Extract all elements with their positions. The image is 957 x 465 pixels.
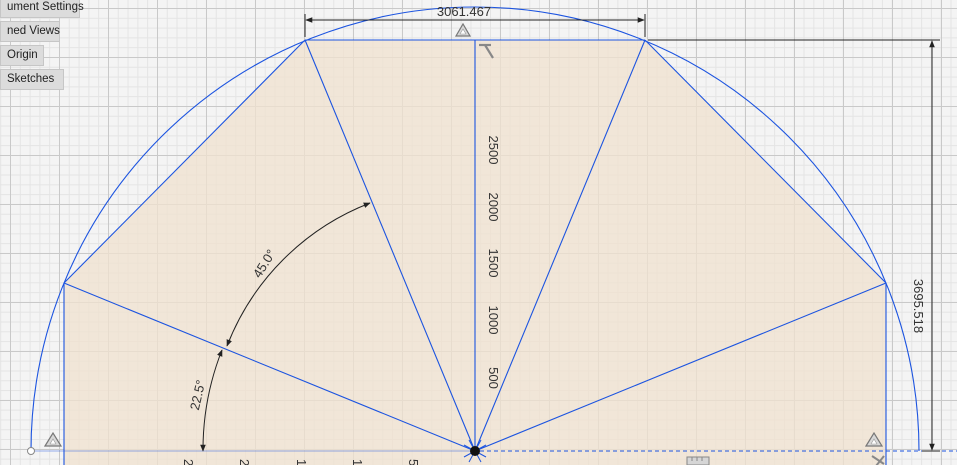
ruler-label: 2: [237, 459, 252, 465]
spoke-right-high[interactable]: [474, 39, 646, 452]
angle-dimension-22-5[interactable]: 22.5°: [187, 349, 223, 452]
horizontal-constraint-icon[interactable]: [479, 43, 494, 59]
polygon-edges: [63, 39, 887, 465]
vertical-ruler-labels: 2500 2000 1500 1000 500: [486, 136, 501, 389]
browser-node-label: Sketches: [7, 73, 55, 85]
spoke-right-low[interactable]: [474, 282, 887, 452]
browser-node-label: Origin: [7, 49, 38, 61]
ruler-label: 2: [181, 459, 196, 465]
browser-node-label: ned Views: [7, 25, 60, 37]
browser-node-label: ument Settings: [7, 1, 84, 13]
browser-node-named-views[interactable]: ned Views: [0, 21, 60, 42]
angle-22-5-label[interactable]: 22.5°: [187, 378, 208, 411]
ruler-label: 2500: [486, 136, 501, 165]
height-dimension[interactable]: 3695.518: [648, 39, 940, 452]
ruler-label: 1500: [486, 249, 501, 278]
upper-right-edge[interactable]: [644, 39, 887, 284]
ruler-label: 1: [350, 459, 365, 465]
ruler-label: 5(: [406, 459, 421, 465]
width-dimension-label[interactable]: 3061.467: [437, 4, 491, 19]
horizontal-constraint-icon[interactable]: [871, 455, 885, 465]
bottom-ruler-labels: 2 2 1 1 5(: [181, 459, 421, 465]
ruler-label: 500: [486, 367, 501, 389]
outer-arc[interactable]: [30, 6, 920, 452]
upper-left-edge[interactable]: [63, 39, 306, 284]
arc-endpoint[interactable]: [27, 447, 35, 455]
browser-node-sketches[interactable]: Sketches: [0, 69, 64, 90]
spoke-left-low[interactable]: [63, 282, 476, 452]
fix-constraint-icon[interactable]: [43, 431, 63, 447]
spoke-left-high[interactable]: [304, 39, 476, 452]
width-dimension[interactable]: 3061.467: [304, 4, 646, 37]
ruler-label: 1000: [486, 306, 501, 335]
origin-point-icon[interactable]: [463, 439, 487, 463]
ruler-icon[interactable]: [686, 456, 710, 465]
browser-node-origin[interactable]: Origin: [0, 45, 44, 66]
browser-node-document-settings[interactable]: ument Settings: [0, 0, 84, 18]
ruler-label: 1: [294, 459, 309, 465]
fix-constraint-icon[interactable]: [864, 431, 884, 447]
height-dimension-label[interactable]: 3695.518: [911, 279, 926, 333]
radial-spokes: [63, 39, 887, 452]
ruler-label: 2000: [486, 193, 501, 222]
fix-constraint-icon[interactable]: [454, 22, 472, 37]
